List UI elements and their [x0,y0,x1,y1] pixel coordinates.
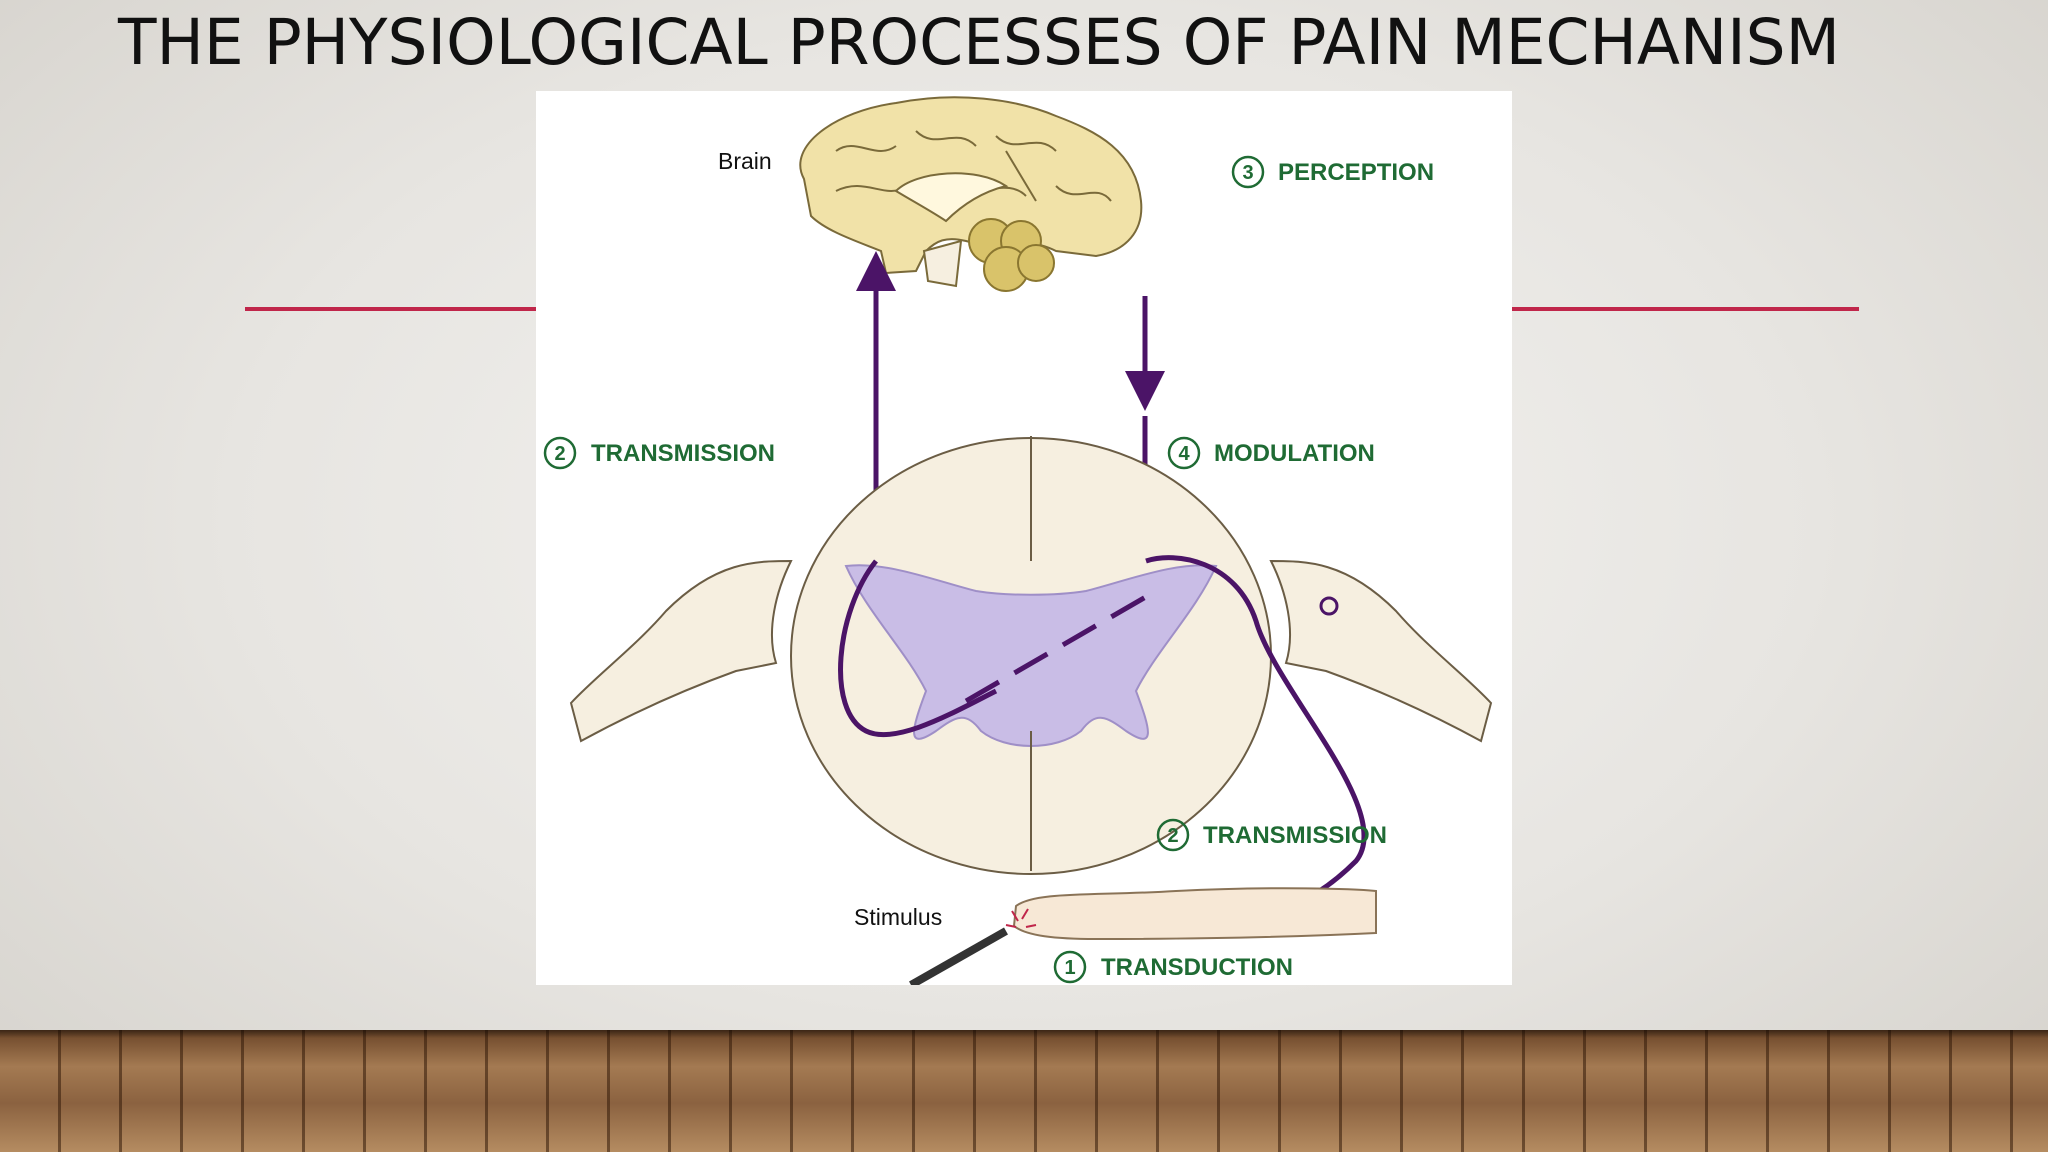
slide-title: THE PHYSIOLOGICAL PROCESSES OF PAIN MECH… [118,6,1841,79]
spinal-cord-section [569,436,1493,875]
step-number: 4 [1178,443,1190,465]
finger-illustration [1012,887,1377,941]
step-label: TRANSMISSION [591,440,775,467]
cerebellum [968,218,1055,292]
floor-shadow [0,1030,2048,1038]
wood-floor [0,1030,2048,1152]
brain-label: Brain [718,148,772,174]
step-perception: 3 PERCEPTION [1231,155,1434,189]
step-number: 2 [1167,825,1178,847]
step-number: 2 [554,443,565,465]
accent-line-left [245,307,537,311]
step-modulation: 4 MODULATION [1167,436,1375,470]
step-number: 3 [1242,162,1253,184]
step-transmission-ascending: 2 TRANSMISSION [543,436,775,470]
step-number: 1 [1064,957,1075,979]
brain-illustration [799,96,1143,292]
step-label: TRANSMISSION [1203,822,1387,849]
stimulus-label: Stimulus [854,904,942,930]
pain-pathway-figure: Brain Stimulus 3 PERCEPTION 2 TRANSMISSI… [536,91,1512,985]
step-transmission-peripheral: 2 TRANSMISSION [1156,818,1387,852]
stimulus-spark [1005,908,1037,928]
step-label: TRANSDUCTION [1101,954,1293,981]
step-label: MODULATION [1214,440,1375,467]
accent-line-right [1510,307,1859,311]
step-transduction: 1 TRANSDUCTION [1053,950,1293,984]
step-label: PERCEPTION [1278,159,1434,186]
stimulus-probe [909,927,1008,985]
